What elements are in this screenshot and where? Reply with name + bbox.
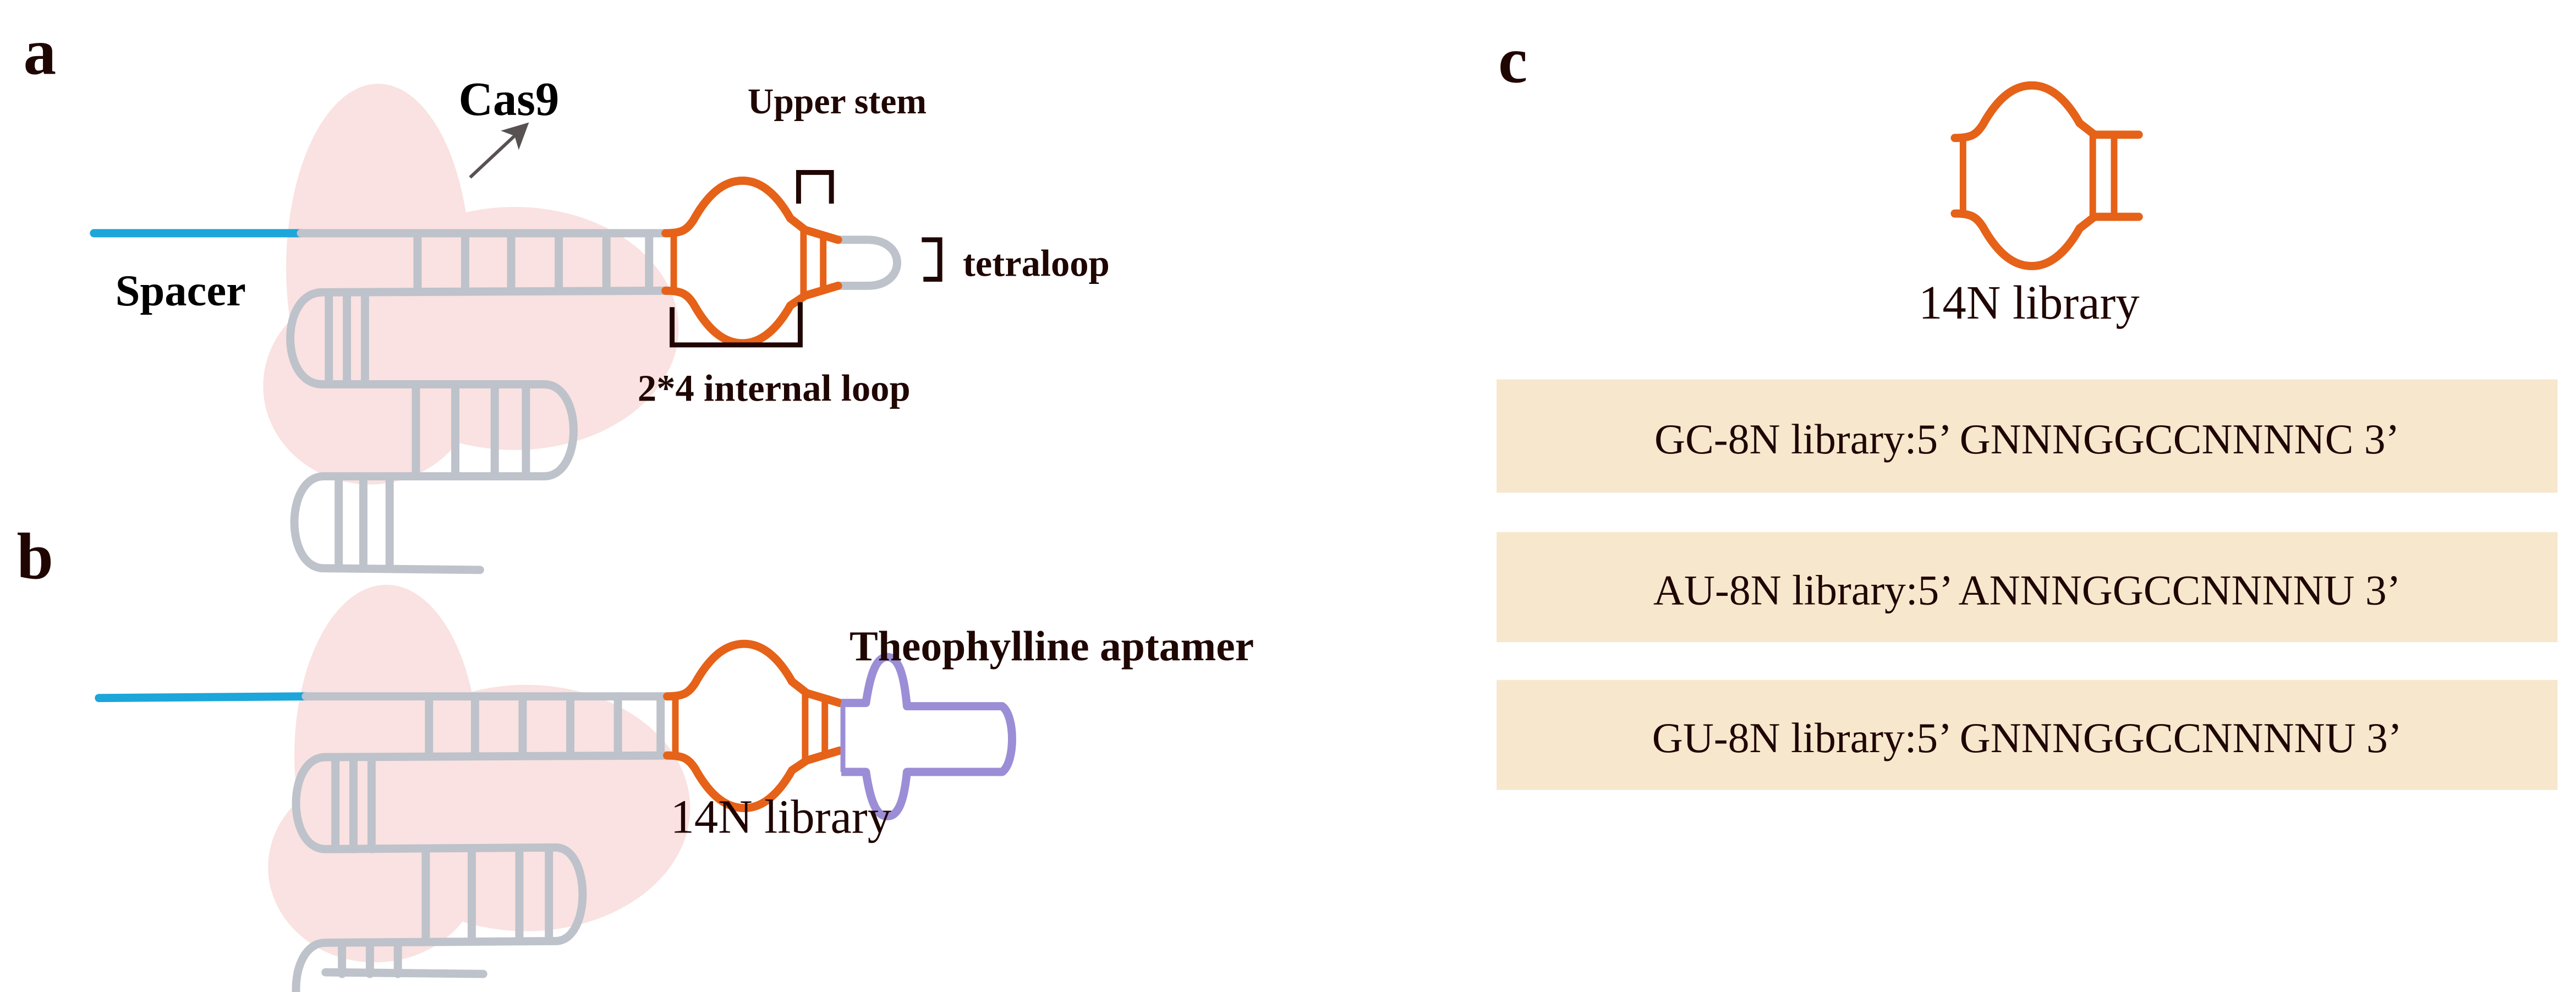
internal-loop-bracket: [670, 302, 803, 348]
sgrna-scaffold: [292, 692, 672, 992]
cas9-arrow: [469, 122, 529, 179]
tetraloop-label: tetraloop: [963, 242, 1110, 284]
panel-b-label: b: [17, 520, 53, 593]
panel-c: c 14N library GC-8N library:5’ GNNNGGCCN…: [1497, 24, 2558, 790]
sgrna-scaffold: [286, 229, 901, 574]
library-label: 14N library: [671, 790, 891, 843]
theophylline-aptamer-label: Theophylline aptamer: [849, 622, 1254, 670]
library-box: AU-8N library:5’ ANNNGGCCNNNNU 3’: [1497, 532, 2558, 643]
library-label: 14N library: [1919, 276, 2139, 329]
panel-b: b: [17, 520, 1254, 992]
internal-loop-shape: [661, 176, 842, 348]
tetraloop-bracket: [922, 237, 942, 282]
cas9-label: Cas9: [459, 73, 560, 125]
library-box: GU-8N library:5’ GNNNGGCCNNNNU 3’: [1497, 679, 2558, 790]
spacer-strand: [95, 692, 310, 703]
panel-a: a Cas9 Spacer: [23, 15, 1110, 574]
panel-a-label: a: [23, 15, 56, 88]
panel-c-label: c: [1498, 24, 1527, 96]
library-sequence-text: AU-8N library:5’ ANNNGGCCNNNNU 3’: [1653, 567, 2401, 614]
cas9-protein-shape: [268, 584, 690, 963]
upper-stem-bracket: [796, 169, 834, 204]
library-sequence-text: GU-8N library:5’ GNNNGGCCNNNNU 3’: [1652, 714, 2402, 761]
internal-loop-label: 2*4 internal loop: [638, 367, 911, 409]
library-loop-shape: [663, 639, 844, 813]
library-sequence-text: GC-8N library:5’ GNNNGGCCNNNNC 3’: [1654, 415, 2399, 463]
cas9-protein-shape: [263, 84, 679, 485]
library-box: GC-8N library:5’ GNNNGGCCNNNNC 3’: [1497, 379, 2558, 493]
upper-stem-label: Upper stem: [748, 81, 927, 122]
library-loop-icon: [1950, 81, 2143, 271]
theophylline-aptamer-shape: [841, 653, 1016, 821]
spacer-label: Spacer: [116, 266, 246, 315]
